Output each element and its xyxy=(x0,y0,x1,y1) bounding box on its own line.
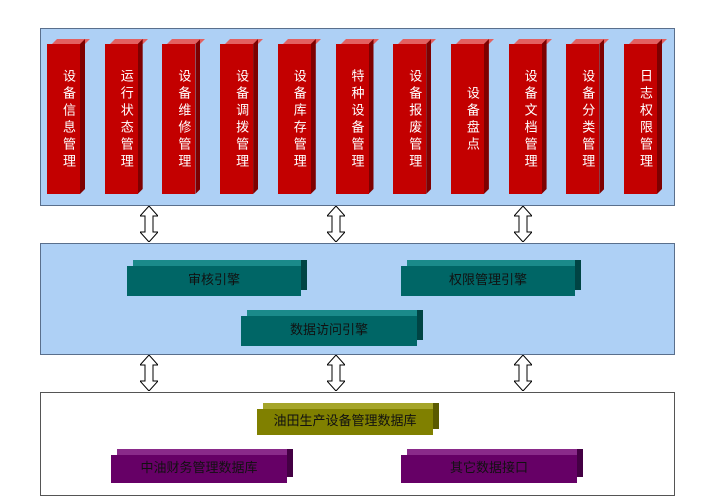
module-label: 特种设备管理 xyxy=(335,44,369,194)
business-modules-layer: 设备信息管理运行状态管理设备维修管理设备调拨管理设备库存管理特种设备管理设备报废… xyxy=(40,28,675,206)
module-block: 特种设备管理 xyxy=(335,39,379,194)
module-block: 设备盘点 xyxy=(450,39,494,194)
module-label: 运行状态管理 xyxy=(104,44,138,194)
module-label: 设备分类管理 xyxy=(566,44,600,194)
production-db-label: 油田生产设备管理数据库 xyxy=(257,409,433,435)
audit-engine-label: 审核引擎 xyxy=(127,266,301,296)
module-block: 设备信息管理 xyxy=(47,39,90,194)
module-label: 设备文档管理 xyxy=(508,44,542,194)
module-label: 日志权限管理 xyxy=(624,44,657,194)
module-block: 设备文档管理 xyxy=(508,39,552,194)
module-label: 设备调拨管理 xyxy=(220,44,254,194)
audit-engine-box: 审核引擎 xyxy=(127,260,307,296)
module-block: 日志权限管理 xyxy=(624,39,667,194)
permission-engine-label: 权限管理引擎 xyxy=(401,266,575,296)
module-block: 设备调拨管理 xyxy=(220,39,264,194)
module-label: 设备信息管理 xyxy=(47,44,80,194)
module-label: 设备盘点 xyxy=(450,44,484,194)
data-access-engine-box: 数据访问引擎 xyxy=(241,310,423,346)
other-interface-box: 其它数据接口 xyxy=(401,449,583,483)
database-layer: 油田生产设备管理数据库 中油财务管理数据库 其它数据接口 xyxy=(40,392,675,496)
module-block: 设备报废管理 xyxy=(393,39,437,194)
module-label: 设备维修管理 xyxy=(162,44,196,194)
module-block: 设备维修管理 xyxy=(162,39,206,194)
data-access-engine-label: 数据访问引擎 xyxy=(241,316,417,346)
module-row: 设备信息管理运行状态管理设备维修管理设备调拨管理设备库存管理特种设备管理设备报废… xyxy=(41,29,674,205)
module-block: 运行状态管理 xyxy=(104,39,148,194)
double-arrow-icon xyxy=(514,206,532,242)
finance-db-box: 中油财务管理数据库 xyxy=(111,449,293,483)
module-label: 设备库存管理 xyxy=(277,44,311,194)
double-arrow-icon xyxy=(327,355,345,391)
permission-engine-box: 权限管理引擎 xyxy=(401,260,581,296)
module-label: 设备报废管理 xyxy=(393,44,427,194)
double-arrow-icon xyxy=(514,355,532,391)
other-interface-label: 其它数据接口 xyxy=(401,455,577,483)
engine-layer: 审核引擎 权限管理引擎 数据访问引擎 xyxy=(40,243,675,355)
module-block: 设备库存管理 xyxy=(277,39,321,194)
module-block: 设备分类管理 xyxy=(566,39,610,194)
finance-db-label: 中油财务管理数据库 xyxy=(111,455,287,483)
double-arrow-icon xyxy=(140,206,158,242)
double-arrow-icon xyxy=(140,355,158,391)
double-arrow-icon xyxy=(327,206,345,242)
production-db-box: 油田生产设备管理数据库 xyxy=(257,403,439,435)
